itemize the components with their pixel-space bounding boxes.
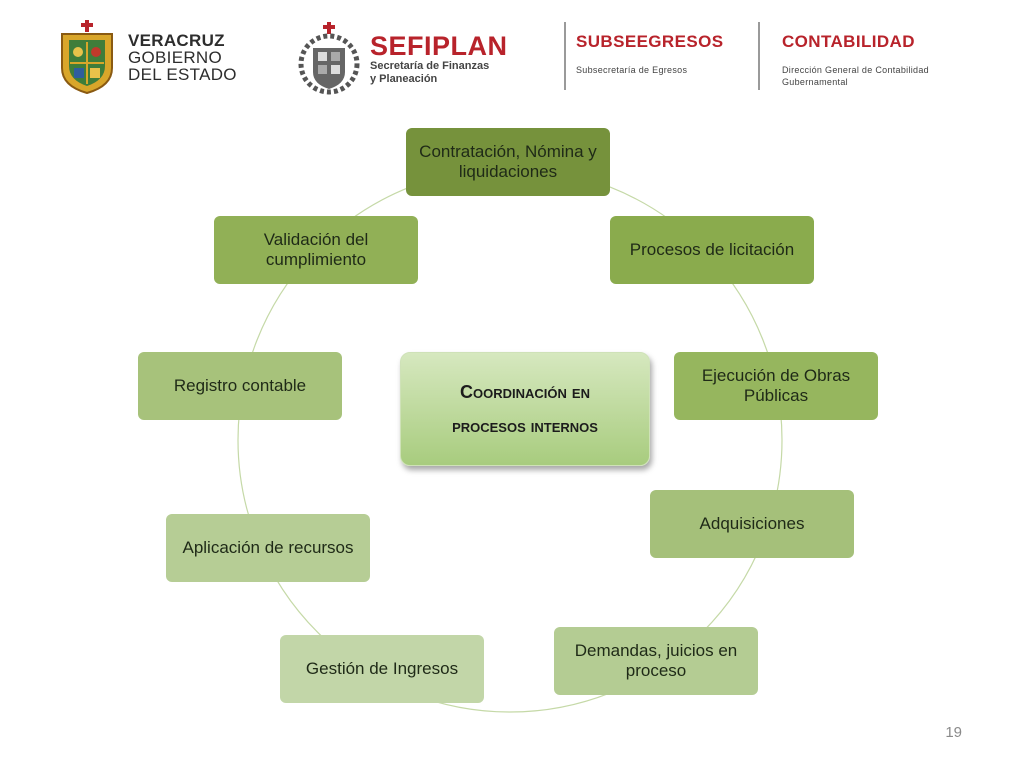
cycle-node: Contratación, Nómina y liquidaciones xyxy=(406,128,610,196)
cycle-node: Registro contable xyxy=(138,352,342,420)
center-title-line2: procesos internos xyxy=(452,416,598,436)
contabilidad-title: CONTABILIDAD xyxy=(782,32,915,51)
veracruz-logo: VERACRUZ GOBIERNO DEL ESTADO xyxy=(56,20,237,94)
sefiplan-sub1: Secretaría de Finanzas xyxy=(370,60,490,72)
cycle-node: Validación del cumplimiento xyxy=(214,216,418,284)
contabilidad-desc: Dirección General de Contabilidad Gubern… xyxy=(782,64,929,88)
sefiplan-title: SEFIPLAN xyxy=(370,31,508,61)
contabilidad-block: CONTABILIDAD Dirección General de Contab… xyxy=(782,32,929,88)
cycle-node-label: Procesos de licitación xyxy=(629,240,795,259)
cycle-node: Gestión de Ingresos xyxy=(280,635,484,703)
cycle-node-label: Registro contable xyxy=(173,376,307,395)
veracruz-line1: VERACRUZ xyxy=(128,30,225,50)
cycle-node-label: Adquisiciones xyxy=(699,514,805,533)
header-divider xyxy=(758,22,760,90)
sefiplan-sub2: y Planeación xyxy=(370,73,438,85)
veracruz-line3: DEL ESTADO xyxy=(128,64,237,84)
header: VERACRUZ GOBIERNO DEL ESTADO SEFIPLAN Se… xyxy=(0,0,1024,110)
cycle-node: Ejecución de Obras Públicas xyxy=(674,352,878,420)
cycle-node: Aplicación de recursos xyxy=(166,514,370,582)
veracruz-shield-icon xyxy=(61,20,113,94)
cycle-node: Demandas, juicios en proceso xyxy=(554,627,758,695)
subseegresos-title: SUBSEEGRESOS xyxy=(576,32,724,51)
sefiplan-logo: SEFIPLAN Secretaría de Finanzas y Planea… xyxy=(296,22,508,96)
cycle-node-label: Gestión de Ingresos xyxy=(305,659,459,678)
contabilidad-desc-line1: Dirección General de Contabilidad xyxy=(782,65,929,75)
page-number: 19 xyxy=(945,724,962,741)
subseegresos-desc: Subsecretaría de Egresos xyxy=(576,65,688,75)
cycle-node-label: Aplicación de recursos xyxy=(182,538,354,557)
subseegresos-block: SUBSEEGRESOS Subsecretaría de Egresos xyxy=(576,32,723,76)
cycle-node-label: Ejecución de Obras Públicas xyxy=(701,366,851,405)
cycle-node: Procesos de licitación xyxy=(610,216,814,284)
cycle-node-label: Contratación, Nómina y liquidaciones xyxy=(419,142,597,181)
sefiplan-emblem-icon xyxy=(298,22,360,95)
cycle-node-label: Demandas, juicios en proceso xyxy=(574,641,738,680)
cycle-node: Adquisiciones xyxy=(650,490,854,558)
header-divider xyxy=(564,22,566,90)
center-title: Coordinación en procesos internos xyxy=(400,352,650,466)
contabilidad-desc-line2: Gubernamental xyxy=(782,77,848,87)
center-title-line1: Coordinación en xyxy=(460,382,590,402)
cycle-node-label: Validación del cumplimiento xyxy=(263,230,369,269)
veracruz-line2: GOBIERNO xyxy=(128,47,223,67)
